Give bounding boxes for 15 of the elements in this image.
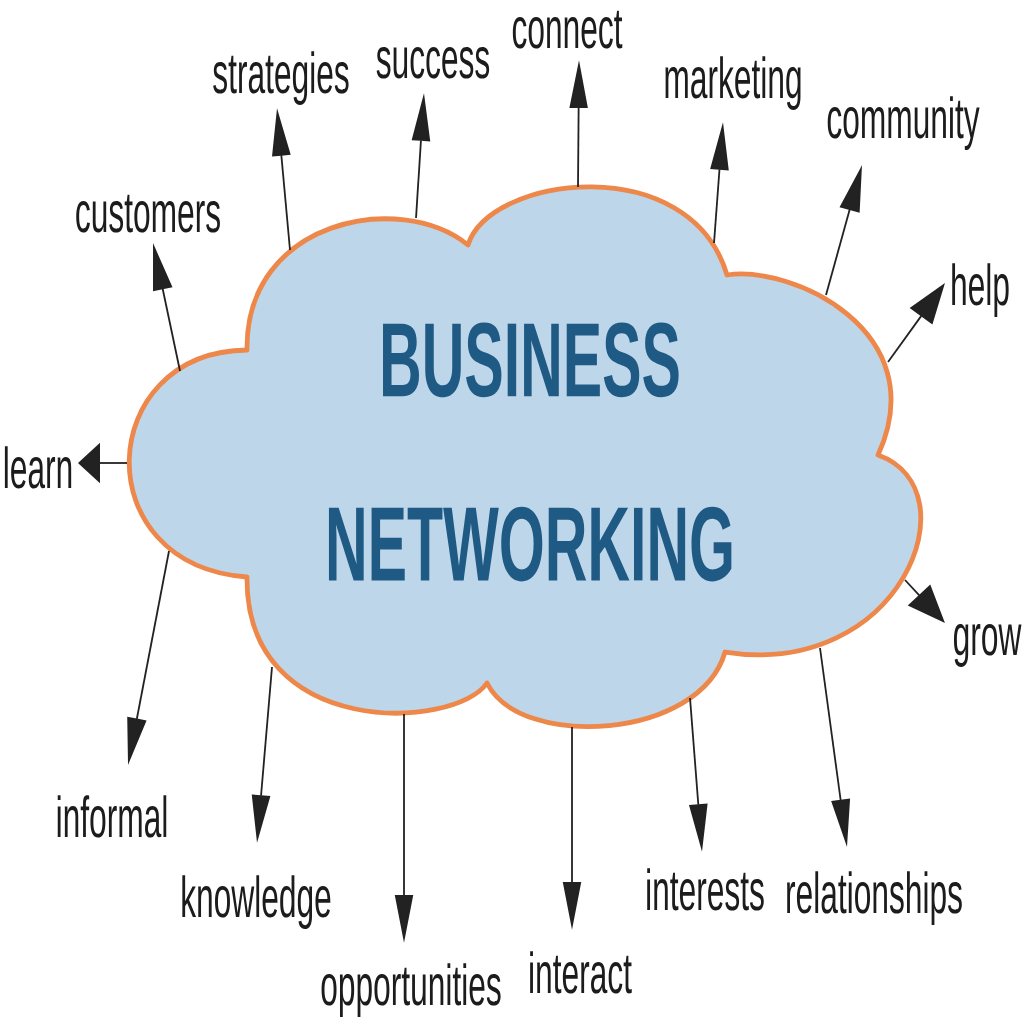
word-label: relationships [787, 871, 962, 925]
word-label: connect [512, 10, 623, 49]
word-label: interact [530, 951, 632, 994]
word-label: opportunities [321, 963, 501, 1017]
arrow [904, 579, 945, 623]
word-label: success [376, 46, 490, 79]
word-label: help [952, 263, 1009, 317]
word-label: marketing [665, 56, 801, 110]
word-label: community [827, 96, 980, 150]
word-label: interests [647, 868, 764, 911]
word-label: strategies [213, 51, 349, 105]
word-label: learn [4, 446, 72, 489]
word-label: knowledge [182, 875, 331, 929]
word-label: grow [954, 624, 1022, 667]
word-label: informal [57, 795, 167, 838]
